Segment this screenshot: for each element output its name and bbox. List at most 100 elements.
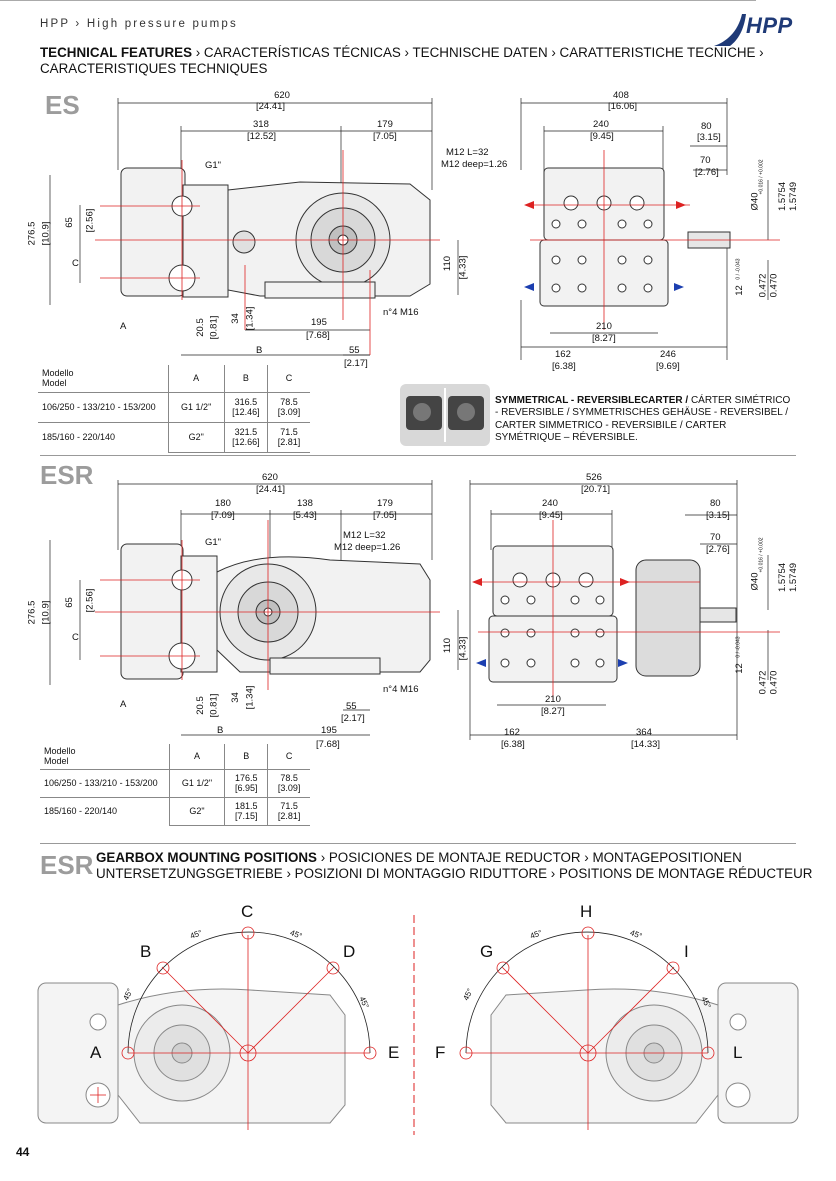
section-label-esr-gearbox: ESR bbox=[40, 850, 94, 880]
dim-210-in: [8.27] bbox=[592, 333, 616, 344]
dim-240: 240 bbox=[593, 119, 609, 130]
dim-55: 55 bbox=[346, 701, 357, 712]
dim-65-in: [2.56] bbox=[84, 588, 96, 613]
reversible-carter-photo bbox=[400, 384, 490, 446]
dim-c: C bbox=[72, 632, 79, 643]
dim-34: 34 bbox=[229, 692, 241, 703]
dim-195-in: [7.68] bbox=[306, 330, 330, 341]
dim-b: B bbox=[217, 725, 224, 736]
label-g1: G1" bbox=[205, 537, 222, 548]
dim-179: 179 bbox=[377, 498, 393, 509]
table-row: 185/160 - 220/140 G2" 181.5[7.15] 71.5[2… bbox=[40, 796, 310, 826]
dim-80: 80 bbox=[710, 498, 721, 509]
esr-drawing bbox=[49, 480, 780, 740]
divider bbox=[40, 455, 796, 456]
section-label-esr: ESR bbox=[40, 460, 94, 490]
dim-276: 276.5 bbox=[26, 600, 38, 625]
dim-65: 65 bbox=[63, 217, 75, 228]
label-g1: G1" bbox=[205, 160, 222, 171]
dim-180: 180 bbox=[215, 498, 231, 509]
dim-620-in: [24.41] bbox=[256, 101, 286, 112]
dim-20-5-in: [0.81] bbox=[208, 315, 220, 340]
position-g: G bbox=[480, 942, 494, 961]
dim-80-in: [3.15] bbox=[706, 510, 730, 521]
label-m16: n°4 M16 bbox=[383, 684, 419, 695]
position-a: A bbox=[90, 1043, 102, 1062]
dim-620: 620 bbox=[274, 90, 290, 101]
dim-20-5: 20.5 bbox=[194, 696, 206, 715]
table-header-b: B bbox=[224, 744, 269, 770]
position-b: B bbox=[140, 942, 152, 961]
dim-276-in: [10.9] bbox=[40, 221, 52, 246]
dim-162-in: [6.38] bbox=[501, 739, 525, 750]
dim-195: 195 bbox=[321, 725, 337, 736]
dim-240-in: [9.45] bbox=[590, 131, 614, 142]
dim-318: 318 bbox=[253, 119, 269, 130]
page-title: TECHNICAL FEATURES › CARACTERÍSTICAS TÉC… bbox=[40, 45, 764, 76]
table-header-a: A bbox=[167, 365, 225, 393]
dim-0-472: 0.472 bbox=[757, 273, 769, 298]
label-a: A bbox=[120, 321, 127, 332]
dim-110: 110 bbox=[442, 255, 454, 272]
dim-408-in: [16.06] bbox=[608, 101, 638, 112]
dim-b: B bbox=[256, 345, 263, 356]
dim-210: 210 bbox=[545, 694, 561, 705]
label-a: A bbox=[120, 699, 127, 710]
dim-c: C bbox=[72, 258, 79, 269]
dim-526-in: [20.71] bbox=[581, 484, 611, 495]
table-header-b: B bbox=[223, 365, 269, 393]
dim-162: 162 bbox=[555, 349, 571, 360]
position-i: I bbox=[684, 942, 689, 961]
dim-1-5749: 1.5749 bbox=[788, 562, 800, 593]
dim-70: 70 bbox=[700, 155, 711, 166]
dim-246-in: [9.69] bbox=[656, 361, 680, 372]
label-m12-deep: M12 deep=1.26 bbox=[334, 542, 401, 553]
dim-d40: Ø40 bbox=[749, 572, 761, 591]
position-h: H bbox=[580, 902, 593, 921]
dim-246: 246 bbox=[660, 349, 676, 360]
dim-179-in: [7.05] bbox=[373, 131, 397, 142]
dim-162-in: [6.38] bbox=[552, 361, 576, 372]
label-m12-l: M12 L=32 bbox=[446, 147, 489, 158]
position-d: D bbox=[343, 942, 356, 961]
dim-240-in: [9.45] bbox=[539, 510, 563, 521]
section-label-es: ES bbox=[45, 90, 80, 120]
breadcrumb: HPP › High pressure pumps bbox=[40, 18, 238, 30]
divider bbox=[40, 843, 796, 844]
es-drawing bbox=[49, 98, 780, 360]
dim-210: 210 bbox=[596, 321, 612, 332]
table-header-c: C bbox=[267, 365, 310, 393]
dim-80-in: [3.15] bbox=[697, 132, 721, 143]
position-f: F bbox=[435, 1043, 446, 1062]
dim-20-5: 20.5 bbox=[194, 318, 206, 337]
dim-180-in: [7.09] bbox=[211, 510, 235, 521]
dim-179: 179 bbox=[377, 119, 393, 130]
position-l: L bbox=[733, 1043, 743, 1062]
dim-318-in: [12.52] bbox=[247, 131, 277, 142]
dim-55-in: [2.17] bbox=[344, 358, 368, 369]
dim-110-in: [4.33] bbox=[457, 636, 469, 661]
dim-80: 80 bbox=[701, 121, 712, 132]
dim-364: 364 bbox=[636, 727, 652, 738]
dim-620-in: [24.41] bbox=[256, 484, 286, 495]
table-header-a: A bbox=[168, 744, 226, 770]
dim-195: 195 bbox=[311, 317, 327, 328]
dim-138-in: [5.43] bbox=[293, 510, 317, 521]
dim-240: 240 bbox=[542, 498, 558, 509]
dim-1-5754: 1.5754 bbox=[777, 562, 789, 593]
dim-179-in: [7.05] bbox=[373, 510, 397, 521]
dim-70: 70 bbox=[710, 532, 721, 543]
dim-276: 276.5 bbox=[26, 221, 38, 246]
position-e: E bbox=[388, 1043, 400, 1062]
dim-20-5-in: [0.81] bbox=[208, 693, 220, 718]
gearbox-title: GEARBOX MOUNTING POSITIONS › POSICIONES … bbox=[96, 850, 813, 881]
table-row: 185/160 - 220/140 G2" 321.5[12.66] 71.5[… bbox=[38, 421, 310, 453]
page-number: 44 bbox=[16, 1145, 30, 1159]
dim-55-in: [2.17] bbox=[341, 713, 365, 724]
table-row: 106/250 - 133/210 - 153/200 G1 1/2" 176.… bbox=[40, 768, 310, 798]
dim-12-tol: 0 / -0.043 bbox=[735, 636, 742, 658]
dim-620: 620 bbox=[262, 472, 278, 483]
